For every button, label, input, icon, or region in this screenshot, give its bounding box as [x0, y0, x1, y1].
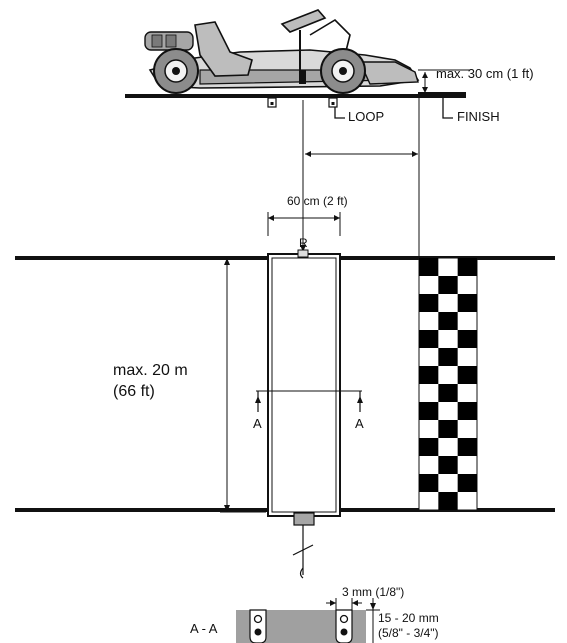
loop-top-connector: [297, 249, 309, 258]
section-arrow-right-head: [357, 396, 363, 403]
section-arrow-left-head: [255, 396, 261, 403]
checker-square: [457, 366, 477, 384]
cable-break-mark: [292, 544, 314, 556]
checker-square: [419, 438, 439, 456]
checker-square: [457, 402, 477, 420]
loop-callout-line: [334, 107, 345, 119]
section-title: A - A: [190, 621, 218, 636]
steering-wheel: [280, 9, 327, 33]
groove-width-label: 3 mm (1/8"): [342, 585, 404, 599]
loop-label: LOOP: [348, 109, 384, 124]
finish-callout-line: [442, 98, 453, 119]
checker-square: [419, 366, 439, 384]
reference-label: R: [299, 236, 308, 250]
section-marker-left: A: [253, 416, 262, 431]
checker-square: [419, 294, 439, 312]
groove-left: [249, 609, 267, 643]
max-length-dimension: [220, 257, 266, 513]
checker-square: [457, 330, 477, 348]
ground-line: [125, 94, 440, 98]
loop-inner: [271, 257, 337, 513]
loop-width-label: 60 cm (2 ft): [287, 194, 348, 208]
kart-seat: [194, 21, 253, 77]
depth-mm-label: 15 - 20 mm: [378, 611, 439, 625]
loop-cross-markers: [267, 97, 338, 108]
checker-square: [438, 456, 458, 474]
kart-engine-part: [165, 34, 177, 48]
loop-centre-arrow: [300, 245, 306, 252]
offset-arrow-left: [305, 151, 311, 157]
checker-square: [438, 348, 458, 366]
loop-outline: [267, 253, 341, 517]
max-length-label-1: max. 20 m: [113, 362, 188, 379]
finish-strip: [418, 92, 466, 98]
depth-in-label: (5/8" - 3/4"): [378, 626, 439, 640]
depth-dimension: [366, 598, 380, 643]
checker-square: [438, 420, 458, 438]
checker-square: [457, 258, 477, 276]
groove-right: [335, 609, 353, 643]
loop-box: [293, 512, 315, 526]
checker-square: [457, 294, 477, 312]
kart-illustration: [125, 9, 440, 98]
groove-width-dimension: [326, 598, 362, 612]
checker-square: [419, 258, 439, 276]
checkered-finish-line: [418, 257, 478, 511]
max-height-label: max. 30 cm (1 ft): [436, 66, 534, 81]
front-frame: [309, 18, 351, 56]
checker-square: [438, 276, 458, 294]
finish-label: FINISH: [457, 109, 500, 124]
cable-end: [299, 567, 304, 579]
rear-axle: [172, 67, 180, 75]
transponder: [299, 70, 306, 84]
checker-square: [438, 312, 458, 330]
offset-arrow-right: [412, 151, 418, 157]
front-axle: [339, 67, 347, 75]
checker-square: [419, 474, 439, 492]
checker-square: [457, 438, 477, 456]
section-marker-right: A: [355, 416, 364, 431]
kart-nose: [358, 61, 419, 85]
max-length-label-2: (66 ft): [113, 383, 155, 400]
kart-engine-part: [151, 34, 163, 48]
checker-square: [438, 384, 458, 402]
loop-width-dimension: [267, 212, 341, 236]
checker-square: [419, 330, 439, 348]
height-dimension: [418, 69, 470, 93]
checker-square: [457, 474, 477, 492]
checker-square: [419, 402, 439, 420]
checker-square: [438, 492, 458, 510]
